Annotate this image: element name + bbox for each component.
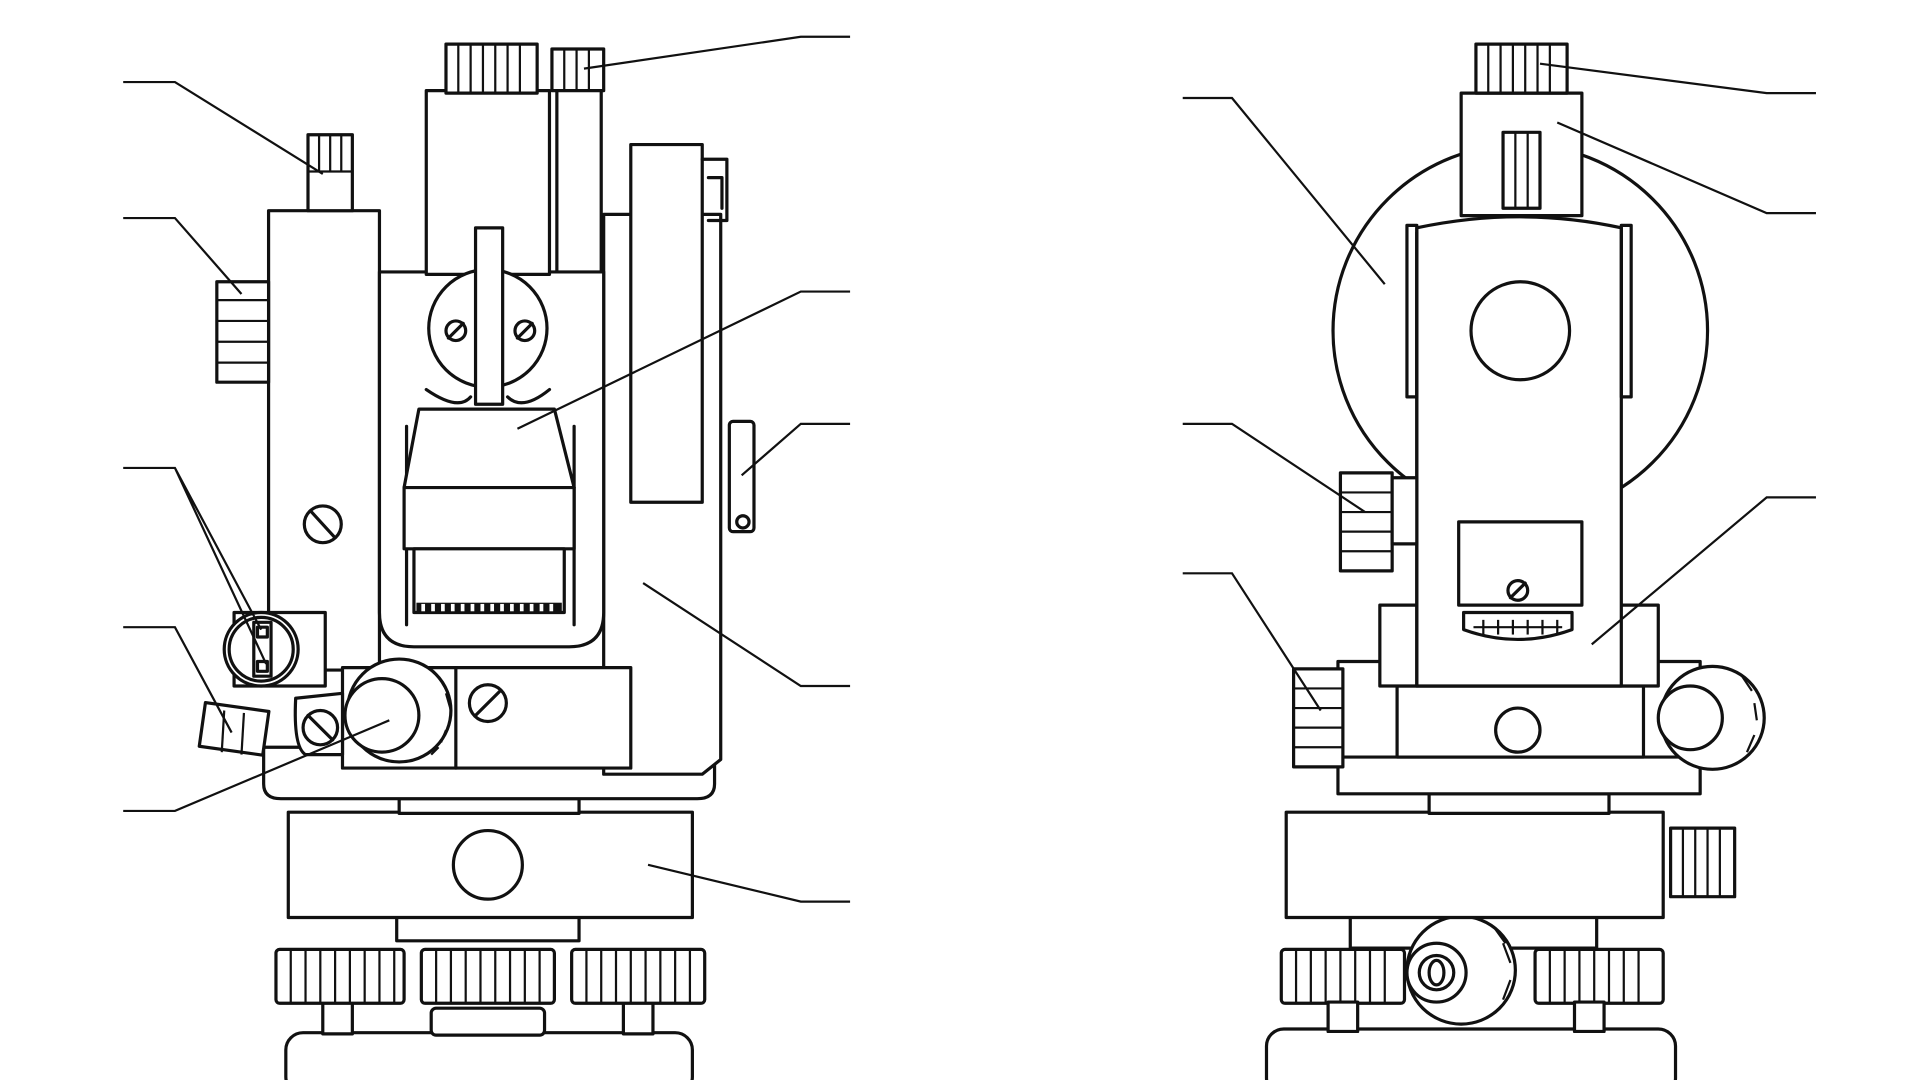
theodolite-left-side-view <box>123 35 851 1080</box>
plummet-latch <box>197 701 271 757</box>
callout-leader-8 <box>740 422 851 477</box>
microscope-eyepiece <box>550 47 606 93</box>
microscope-r <box>1501 130 1542 210</box>
callout-leaders-left <box>123 35 851 903</box>
vertical-clamp-r <box>1338 471 1394 573</box>
cover-clip <box>700 157 729 223</box>
screw-left-standard <box>302 504 343 545</box>
callout-leader-16 <box>1591 496 1816 646</box>
callout-leader-12 <box>1182 422 1366 513</box>
callout-leader-15 <box>1556 121 1816 215</box>
callout-leader-9 <box>642 582 851 688</box>
callout-leader-14 <box>1539 62 1816 95</box>
objective-lens <box>402 485 576 551</box>
focus-knurl <box>412 547 566 615</box>
tribrach-underside <box>395 914 581 943</box>
callout-leader-13 <box>1182 572 1322 712</box>
plate-level-vial <box>1462 610 1574 641</box>
callout-leader-5 <box>123 719 390 813</box>
tribrach-r <box>1284 810 1665 920</box>
plate-level-housing <box>1457 520 1584 607</box>
tribrach-clamp-r <box>1668 826 1737 899</box>
callout-leader-10 <box>647 863 851 903</box>
theodolite-right-side-view <box>1182 42 1816 1080</box>
housing-knob-r <box>1494 706 1542 754</box>
callout-leader-7 <box>516 290 851 430</box>
footscrew-middle <box>419 947 557 1037</box>
callout-leader-2 <box>123 216 243 295</box>
reading-microscope <box>555 86 603 274</box>
base-plate <box>284 1031 694 1080</box>
footscrews-r <box>1279 947 1665 1034</box>
callout-leaders-right <box>1182 62 1816 712</box>
callout-leader-11 <box>1182 96 1386 285</box>
standard-top-knob <box>306 133 354 213</box>
tribrach-lock-knob <box>451 828 524 901</box>
base-plate-r <box>1264 1027 1678 1080</box>
telescope-focus-ring <box>444 42 539 95</box>
footscrew-right <box>570 947 707 1036</box>
callout-leader-1 <box>123 80 324 175</box>
horizontal-clamp-r <box>1291 667 1345 769</box>
vertical-clamp <box>727 419 756 534</box>
telescope-objective-body <box>402 407 576 490</box>
callout-leader-3 <box>123 466 268 665</box>
callout-leader-4 <box>123 626 233 734</box>
trunnion-r <box>1469 280 1572 382</box>
left-standard <box>266 209 382 672</box>
tribrach-neck <box>397 797 581 815</box>
vertical-circle-cover <box>629 142 704 504</box>
callout-leader-6 <box>583 35 851 70</box>
left-side-knob <box>215 280 271 384</box>
footscrew-left <box>274 947 406 1036</box>
telescope-focus-r <box>1474 42 1569 95</box>
trunnion-bar <box>473 226 505 406</box>
tribrach-neck-r <box>1427 792 1611 815</box>
